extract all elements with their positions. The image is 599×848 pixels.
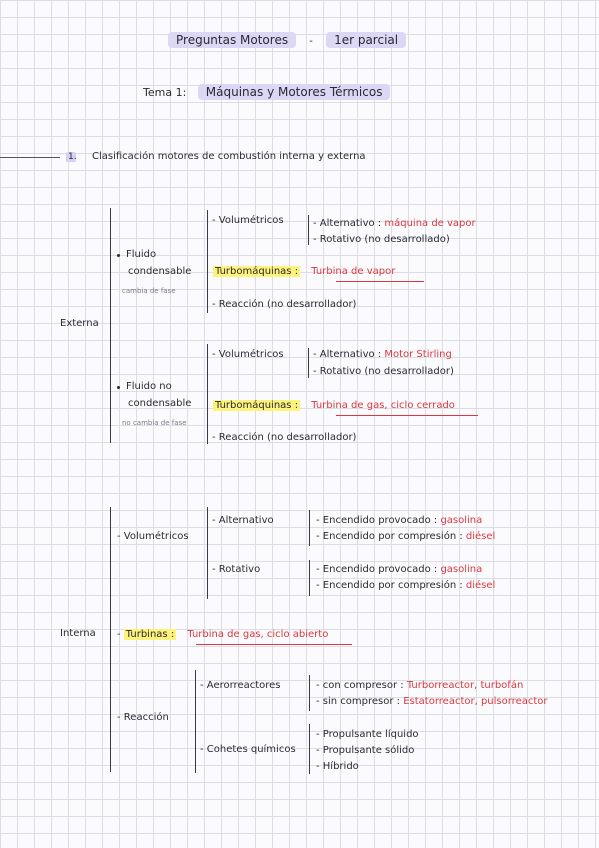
condensable-note: cambia de fase xyxy=(122,287,176,295)
int-reaccion-bracket xyxy=(195,670,196,773)
interna-label: Interna xyxy=(60,628,96,639)
int-cohetes-bracket xyxy=(309,724,310,774)
topic-title: Máquinas y Motores Térmicos xyxy=(197,84,391,100)
bullet xyxy=(117,386,120,389)
red-underline xyxy=(196,644,352,645)
no-condensable-note: no cambia de fase xyxy=(122,419,187,427)
cond-turbomaquinas: Turbomáquinas : Turbina de vapor xyxy=(213,266,396,277)
nocond-vol-bracket xyxy=(308,348,309,378)
section-rule xyxy=(0,157,60,158)
int-alt-bracket xyxy=(309,510,310,546)
page-title: Preguntas Motores - 1er parcial xyxy=(168,32,407,48)
no-condensable-label-1: Fluido no xyxy=(126,381,172,392)
cond-alternativo: - Alternativo : máquina de vapor xyxy=(313,218,476,229)
cond-rotativo: - Rotativo (no desarrollado) xyxy=(313,234,450,245)
nocond-turbomaquinas-value: Turbina de gas, ciclo cerrado xyxy=(311,400,455,411)
int-aerorreactores: - Aerorreactores xyxy=(200,680,281,691)
interna-bracket xyxy=(110,507,111,772)
red-underline xyxy=(336,281,424,282)
title-right: 1er parcial xyxy=(326,32,407,48)
int-reaccion: - Reacción xyxy=(117,712,169,723)
int-turbinas-value: Turbina de gas, ciclo abierto xyxy=(187,629,329,640)
title-left: Preguntas Motores xyxy=(168,32,297,48)
condensable-volumetricos: - Volumétricos xyxy=(212,215,284,226)
nocond-rotativo: - Rotativo (no desarrollador) xyxy=(313,366,454,377)
condensable-label-2: condensable xyxy=(128,266,192,277)
condensable-label-1: Fluido xyxy=(126,249,157,260)
red-underline xyxy=(336,415,478,416)
int-alt-line-2: - Encendido por compresión : diésel xyxy=(316,531,496,542)
nocond-alternativo: - Alternativo : Motor Stirling xyxy=(313,349,452,360)
int-turbinas: - Turbinas : Turbina de gas, ciclo abier… xyxy=(117,629,329,640)
int-rot-line-2: - Encendido por compresión : diésel xyxy=(316,580,496,591)
int-aero-bracket xyxy=(309,675,310,711)
int-rot-line-1: - Encendido provocado : gasolina xyxy=(316,564,483,575)
title-dash: - xyxy=(309,36,313,47)
int-cohetes: - Cohetes químicos xyxy=(200,744,296,755)
nocond-volumetricos: - Volumétricos xyxy=(212,349,284,360)
section-number-badge xyxy=(66,152,76,162)
int-prop-solido: - Propulsante sólido xyxy=(316,745,415,756)
int-con-compresor: - con compresor : Turborreactor, turbofá… xyxy=(316,680,524,691)
cond-turbomaquinas-value: Turbina de vapor xyxy=(311,266,396,277)
externa-label: Externa xyxy=(60,318,99,329)
interna-volumetricos: - Volumétricos xyxy=(117,531,189,542)
no-condensable-label-2: condensable xyxy=(128,398,192,409)
cond-alternativo-value: máquina de vapor xyxy=(384,218,476,229)
int-alternativo: - Alternativo xyxy=(212,515,274,526)
cond-reaccion: - Reacción (no desarrollador) xyxy=(212,299,357,310)
int-sin-compresor: - sin compresor : Estatorreactor, pulsor… xyxy=(316,696,548,707)
topic-heading: Tema 1: Máquinas y Motores Térmicos xyxy=(143,84,391,100)
int-rotativo: - Rotativo xyxy=(212,564,261,575)
int-alt-line-1: - Encendido provocado : gasolina xyxy=(316,515,483,526)
int-rot-bracket xyxy=(309,560,310,596)
nocond-reaccion: - Reacción (no desarrollador) xyxy=(212,432,357,443)
section-number: 1. xyxy=(68,152,77,162)
bullet xyxy=(117,254,120,257)
topic-label: Tema 1: xyxy=(143,86,187,99)
cond-vol-bracket xyxy=(308,215,309,245)
condensable-bracket xyxy=(207,210,208,313)
int-prop-liquido: - Propulsante líquido xyxy=(316,729,419,740)
nocond-turbomaquinas: Turbomáquinas : Turbina de gas, ciclo ce… xyxy=(213,400,455,411)
no-condensable-bracket xyxy=(207,344,208,444)
int-vol-bracket xyxy=(207,507,208,599)
section-heading: Clasificación motores de combustión inte… xyxy=(92,151,366,162)
nocond-alternativo-value: Motor Stirling xyxy=(384,349,452,360)
int-hibrido: - Híbrido xyxy=(316,761,359,772)
externa-bracket xyxy=(110,208,111,443)
